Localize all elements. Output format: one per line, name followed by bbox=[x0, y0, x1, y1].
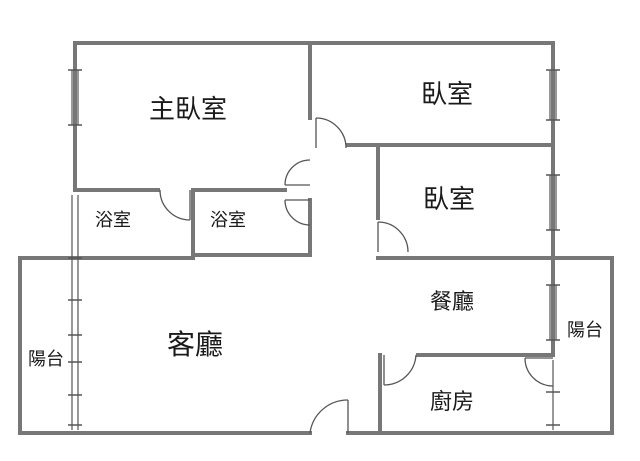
window-ticks bbox=[68, 69, 560, 426]
label-master-bedroom: 主臥室 bbox=[149, 95, 227, 125]
label-dining-room: 餐廳 bbox=[430, 290, 474, 315]
doors bbox=[159, 117, 554, 434]
windows bbox=[71, 70, 557, 430]
walls bbox=[18, 41, 614, 435]
label-bedroom-upper: 臥室 bbox=[421, 80, 473, 110]
label-bedroom-lower: 臥室 bbox=[423, 185, 475, 215]
label-balcony-right: 陽台 bbox=[567, 320, 603, 341]
label-balcony-left: 陽台 bbox=[28, 349, 64, 370]
label-bathroom-right: 浴室 bbox=[210, 210, 246, 231]
label-kitchen: 廚房 bbox=[430, 390, 474, 415]
label-living-room: 客廳 bbox=[167, 328, 223, 361]
label-bathroom-left: 浴室 bbox=[95, 210, 131, 231]
